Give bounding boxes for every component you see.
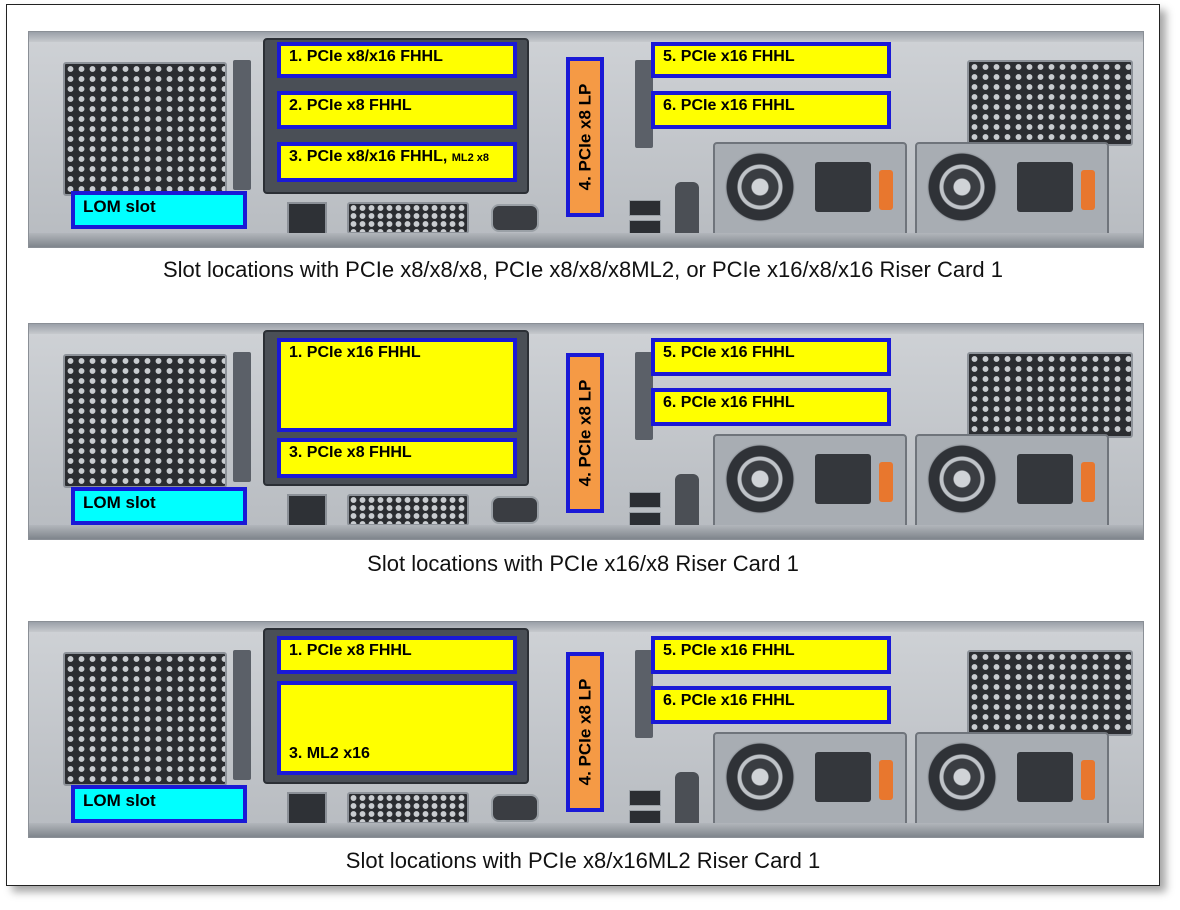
riser-2-tabs: [635, 352, 653, 440]
vga-port-icon: [491, 794, 539, 822]
riser-2-tabs: [635, 60, 653, 148]
ethernet-port-icon: [287, 202, 327, 236]
riser-1-tabs: [233, 650, 251, 780]
slot-1-label: 1. PCIe x16 FHHL: [277, 338, 517, 432]
psu-fan-icon: [927, 444, 997, 514]
slot-6-label: 6. PCIe x16 FHHL: [651, 686, 891, 724]
slot-1-label: 1. PCIe x8/x16 FHHL: [277, 42, 517, 78]
slot-3-label: 3. PCIe x8/x16 FHHL, ML2 x8: [277, 142, 517, 182]
slot-2-label: 2. PCIe x8 FHHL: [277, 91, 517, 129]
vent-grille-right: [967, 60, 1133, 146]
vent-grille-right: [967, 650, 1133, 736]
lom-slot-label: LOM slot: [71, 191, 247, 229]
vent-grille-left: [63, 62, 227, 196]
diagram-frame: 1. PCIe x8/x16 FHHL 2. PCIe x8 FHHL 3. P…: [6, 4, 1160, 886]
ethernet-port-icon: [287, 792, 327, 826]
psu-fan-icon: [725, 152, 795, 222]
caption-2: Slot locations with PCIe x16/x8 Riser Ca…: [367, 551, 799, 576]
power-supply-2: [915, 434, 1109, 530]
vent-grille-small: [347, 202, 469, 234]
slot-6-label: 6. PCIe x16 FHHL: [651, 388, 891, 426]
vent-grille-left: [63, 652, 227, 786]
power-supply-2: [915, 732, 1109, 828]
usb-port-icon: [629, 200, 661, 216]
vent-grille-small: [347, 792, 469, 824]
rack-handle: [675, 182, 699, 242]
riser-2-tabs: [635, 650, 653, 738]
rack-handle: [675, 474, 699, 534]
power-supply-1: [713, 142, 907, 238]
lom-slot-label: LOM slot: [71, 487, 247, 525]
usb-port-icon: [629, 492, 661, 508]
power-supply-2: [915, 142, 1109, 238]
psu-release-handle: [879, 760, 893, 800]
psu-release-handle: [1081, 760, 1095, 800]
psu-release-handle: [879, 462, 893, 502]
vent-grille-small: [347, 494, 469, 526]
caption-1: Slot locations with PCIe x8/x8/x8, PCIe …: [162, 257, 1004, 282]
slot-4-label: 4. PCIe x8 LP: [566, 652, 604, 812]
psu-fan-icon: [725, 742, 795, 812]
slot-5-label: 5. PCIe x16 FHHL: [651, 338, 891, 376]
power-supply-1: [713, 732, 907, 828]
slot-6-label: 6. PCIe x16 FHHL: [651, 91, 891, 129]
slot-5-label: 5. PCIe x16 FHHL: [651, 42, 891, 78]
rack-handle: [675, 772, 699, 832]
psu-release-handle: [1081, 462, 1095, 502]
psu-release-handle: [1081, 170, 1095, 210]
psu-fan-icon: [927, 152, 997, 222]
vent-grille-right: [967, 352, 1133, 438]
power-supply-1: [713, 434, 907, 530]
slot-4-label: 4. PCIe x8 LP: [566, 353, 604, 513]
riser-1-tabs: [233, 352, 251, 482]
psu-fan-icon: [927, 742, 997, 812]
slot-3-label: 3. PCIe x8 FHHL: [277, 438, 517, 478]
vga-port-icon: [491, 204, 539, 232]
slot-5-label: 5. PCIe x16 FHHL: [651, 636, 891, 674]
vga-port-icon: [491, 496, 539, 524]
slot-4-label: 4. PCIe x8 LP: [566, 57, 604, 217]
psu-release-handle: [879, 170, 893, 210]
psu-fan-icon: [725, 444, 795, 514]
riser-1-tabs: [233, 60, 251, 190]
ethernet-port-icon: [287, 494, 327, 528]
vent-grille-left: [63, 354, 227, 488]
slot-1-label: 1. PCIe x8 FHHL: [277, 636, 517, 674]
caption-3: Slot locations with PCIe x8/x16ML2 Riser…: [345, 848, 821, 873]
slot-3-label: 3. ML2 x16: [277, 681, 517, 775]
usb-port-icon: [629, 790, 661, 806]
lom-slot-label: LOM slot: [71, 785, 247, 823]
